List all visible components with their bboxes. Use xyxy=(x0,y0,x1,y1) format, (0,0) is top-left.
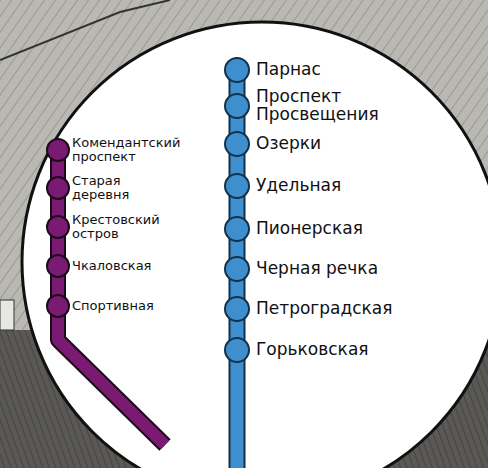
blue-stations xyxy=(225,58,249,362)
station-name: Петроградская xyxy=(256,300,393,318)
sketch-stroke xyxy=(0,0,170,60)
station-name: Озерки xyxy=(256,135,321,153)
station-name: Пионерская xyxy=(256,220,363,238)
station-name: Парнас xyxy=(256,61,321,79)
station-name: Старая деревня xyxy=(72,174,152,201)
station-name: Комендантский проспект xyxy=(72,136,192,163)
magnifier-circle xyxy=(22,22,488,468)
purple-stations xyxy=(47,139,69,317)
station-name: Крестовский остров xyxy=(72,213,172,240)
station-name: Горьковская xyxy=(256,341,369,359)
station-name: Черная речка xyxy=(256,260,378,278)
purple-line xyxy=(58,150,165,445)
sketch-window xyxy=(0,300,14,330)
station-name: Спортивная xyxy=(72,299,154,313)
station-name: Чкаловская xyxy=(72,259,151,273)
purple-line-outline xyxy=(58,150,165,445)
station-name: Удельная xyxy=(256,177,341,195)
station-name: Проспект Просвещения xyxy=(256,88,376,124)
